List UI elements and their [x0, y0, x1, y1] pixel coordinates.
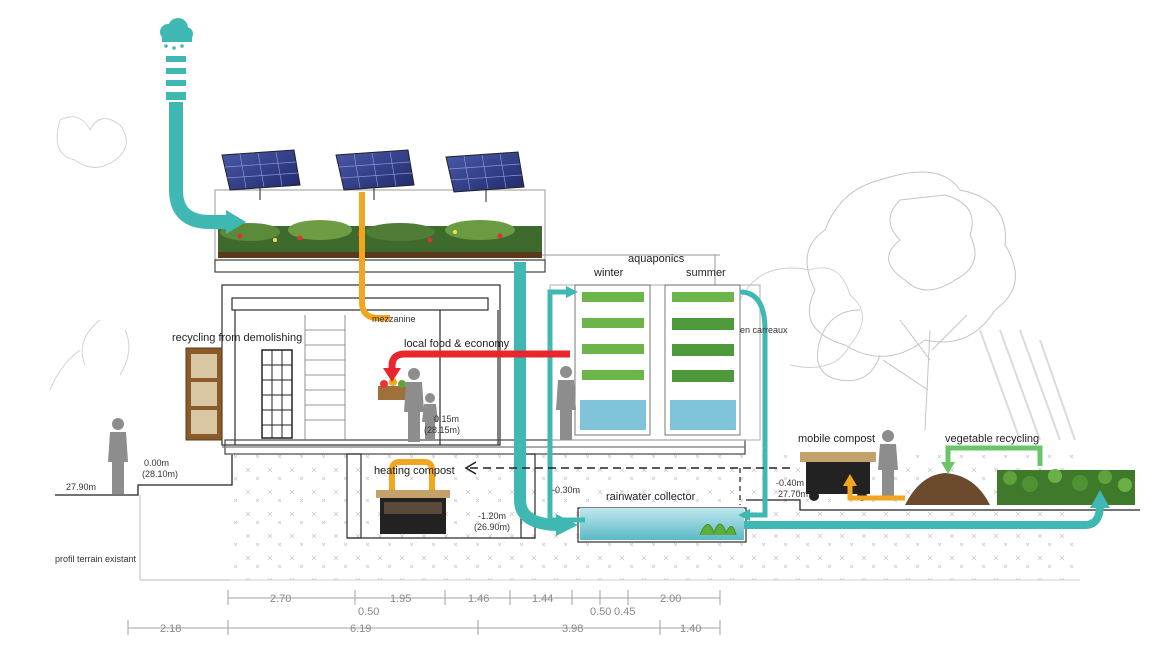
level-030: -0.30m — [552, 485, 580, 495]
vegetable-recycling-label: vegetable recycling — [945, 433, 1039, 445]
dim-row1-4: 0.50 — [590, 606, 611, 618]
rainwater-tank — [580, 508, 744, 540]
solar-panel-icon — [446, 152, 524, 202]
winter-label: winter — [593, 267, 624, 279]
recycled-window — [186, 348, 222, 440]
recycled-door — [262, 350, 292, 438]
summer-label: summer — [686, 267, 726, 279]
dim-row2-1: 6.19 — [350, 623, 371, 635]
person-silhouette-icon — [404, 368, 424, 442]
local-food-label: local food & economy — [404, 338, 510, 350]
local-food-flow — [392, 354, 570, 372]
mezzanine-label: mezzanine — [372, 314, 416, 324]
solar-panel-icon — [222, 150, 300, 200]
heating-compost-label: heating compost — [374, 465, 455, 477]
dim-row1-6: 2.00 — [660, 593, 681, 605]
level-2790: 27.90m — [66, 482, 96, 492]
level-2770: 27.70m — [778, 489, 808, 499]
person-silhouette-icon — [556, 366, 576, 440]
level-015-abs: (28.15m) — [424, 425, 460, 435]
aquaponics-label: aquaponics — [628, 253, 685, 265]
dim-row2-3: 1.40 — [680, 623, 701, 635]
mobile-compost-cart — [800, 452, 876, 501]
dim-row1-1: 1.95 — [390, 593, 411, 605]
level-000-abs: (28.10m) — [142, 469, 178, 479]
food-arrowhead — [383, 368, 401, 382]
aquaponics-tower-winter — [575, 285, 650, 435]
level-000: 0.00m — [144, 458, 169, 468]
person-silhouette-icon — [108, 418, 128, 494]
solar-panel-icon — [336, 150, 414, 200]
level-040: -0.40m — [776, 478, 804, 488]
level-015: 0.15m — [434, 414, 459, 424]
aquaponics-tower-summer — [665, 285, 740, 435]
vegetable-bed — [997, 469, 1135, 505]
dim-row1-5: 0.45 — [614, 606, 635, 618]
tree-sketch-icon — [807, 172, 1015, 430]
dim-row1-2: 1.46 — [468, 593, 489, 605]
loop-arrowhead-1 — [566, 286, 578, 298]
rainwater-flow-arrow — [176, 102, 228, 222]
level-120: -1.20m — [478, 511, 506, 521]
rain-cloud-icon — [160, 18, 193, 100]
level-120-abs: (26.90m) — [474, 522, 510, 532]
terrain-label: profil terrain existant — [55, 554, 137, 564]
heating-compost-box — [376, 490, 450, 534]
dim-row2-0: 2.18 — [160, 623, 181, 635]
rain-hatch — [980, 330, 1075, 440]
mobile-compost-label: mobile compost — [798, 433, 875, 445]
dim-row2-2: 3.98 — [562, 623, 583, 635]
recycling-label: recycling from demolishing — [172, 332, 302, 344]
green-roof — [218, 220, 542, 258]
dim-row1-0: 2.70 — [270, 593, 291, 605]
dim-row1-3: 1.44 — [532, 593, 553, 605]
dim-row1-extra: 0.50 — [358, 606, 379, 618]
rainwater-collector-label: rainwater collector — [606, 491, 696, 503]
en-carreaux-label: en carreaux — [740, 325, 788, 335]
